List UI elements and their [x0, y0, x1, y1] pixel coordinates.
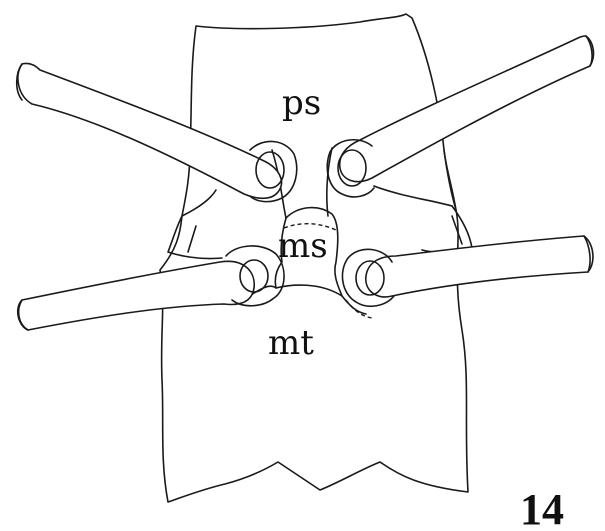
- label-ms: ms: [278, 226, 328, 266]
- left-fore-leg: [18, 63, 282, 198]
- right-middle-leg: [366, 236, 593, 297]
- left-middle-leg: [18, 261, 254, 330]
- right-pronotal-lobe: [374, 186, 452, 206]
- right-fore-leg: [340, 36, 594, 182]
- left-mesothoracic-sclerite-line: [188, 226, 196, 252]
- metasternum-anterior-margin: [240, 285, 366, 314]
- left-mesothoracic-sclerite: [168, 216, 222, 259]
- label-ps: ps: [282, 83, 321, 123]
- figure-number: 14: [520, 485, 564, 531]
- left-prothorax-edge: [182, 190, 216, 216]
- metasternum-right-dashed: [346, 300, 372, 318]
- right-mesothoracic-sclerite: [422, 206, 472, 252]
- label-mt: mt: [268, 323, 314, 363]
